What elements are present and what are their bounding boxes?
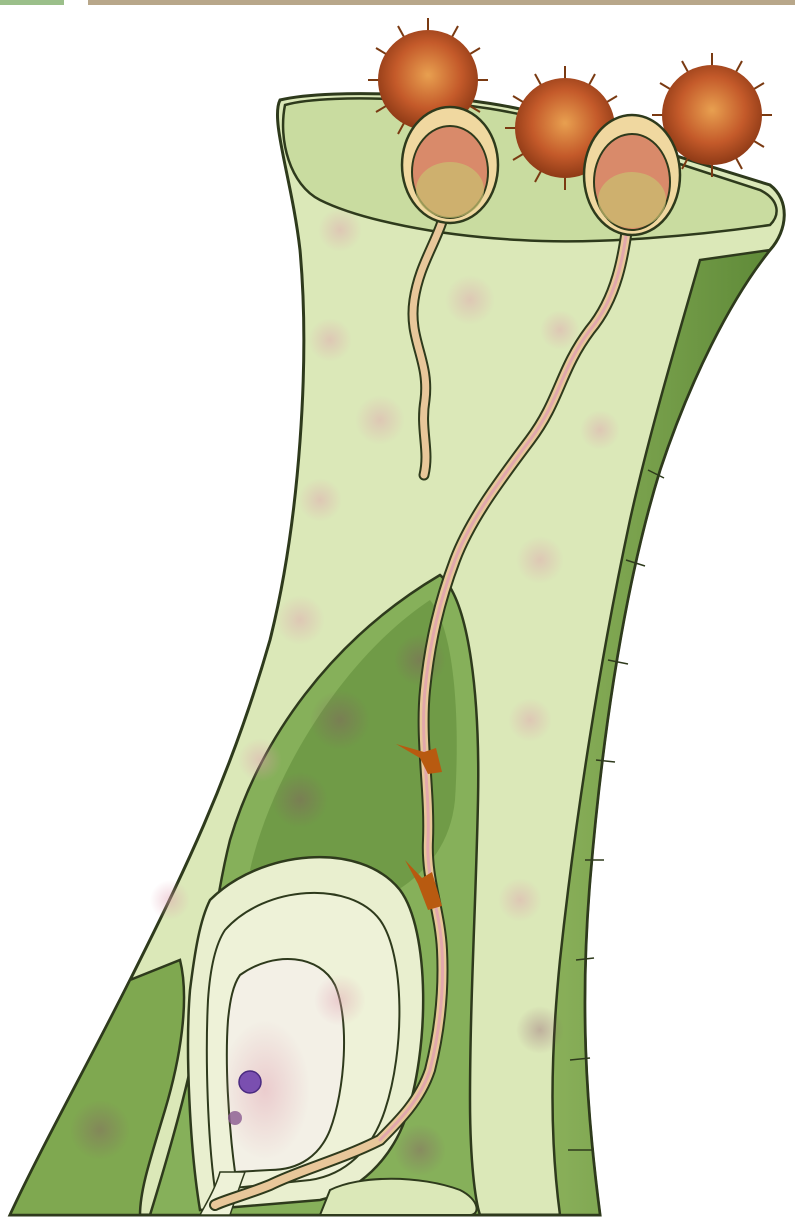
top-accent-bar bbox=[0, 0, 64, 5]
germinating-pollen-left bbox=[402, 107, 498, 223]
embryo-sac bbox=[220, 1020, 310, 1160]
germinating-pollen-right bbox=[584, 115, 680, 235]
synergid-cell bbox=[228, 1111, 242, 1125]
egg-cell bbox=[239, 1071, 261, 1093]
top-accent-bar bbox=[88, 0, 795, 5]
